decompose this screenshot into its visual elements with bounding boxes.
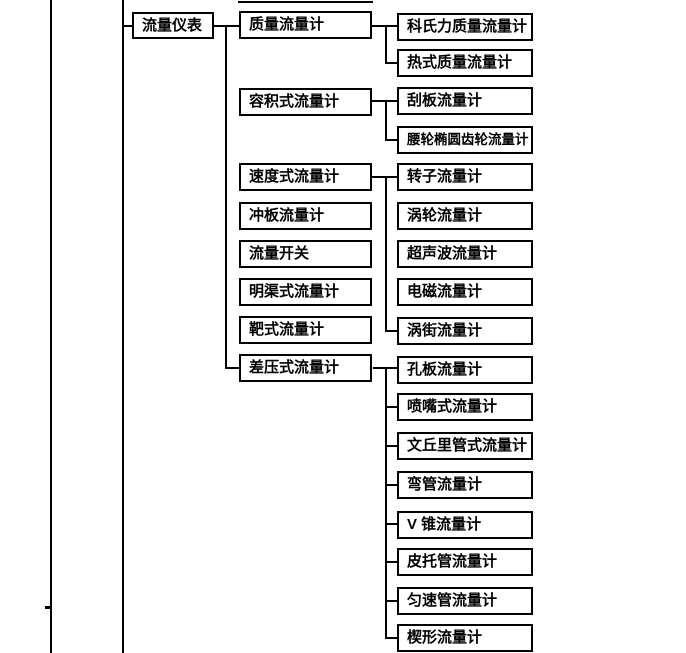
- dp-stub-averaging-pitot: [385, 600, 397, 602]
- dp-group-elbow: [385, 637, 397, 639]
- tree-node-wedge-flowmeter: 楔形流量计: [397, 624, 533, 652]
- tree-node-vortex-flowmeter: 涡街流量计: [397, 317, 533, 345]
- dp-stub-nozzle: [385, 406, 397, 408]
- tree-node-scraper-flowmeter: 刮板流量计: [397, 87, 533, 115]
- dp-stub-elbow-meter: [385, 484, 397, 486]
- velocity-group-vline: [385, 176, 387, 332]
- tree-node-open-channel-flowmeter: 明渠式流量计: [239, 278, 372, 306]
- pd-group-vline: [385, 100, 387, 141]
- tree-node-nozzle-flowmeter: 喷嘴式流量计: [397, 393, 533, 421]
- dp-stub-venturi: [385, 445, 397, 447]
- tree-node-target-flowmeter: 靶式流量计: [239, 316, 372, 344]
- tree-node-mass-flowmeter: 质量流量计: [239, 11, 372, 39]
- tree-node-coriolis-mass-flowmeter: 科氏力质量流量计: [397, 13, 533, 41]
- tree-node-flow-switch: 流量开关: [239, 240, 372, 268]
- tree-node-elbow-flowmeter: 弯管流量计: [397, 471, 533, 499]
- tree-node-ultrasonic-flowmeter: 超声波流量计: [397, 240, 533, 268]
- cropped-connector-stub: [45, 606, 51, 609]
- outer-tree-vline: [50, 0, 52, 653]
- level2-trunk-elbow: [225, 367, 239, 369]
- tree-node-venturi-tube-flowmeter: 文丘里管式流量计: [397, 432, 533, 460]
- tree-node-pitot-tube-flowmeter: 皮托管流量计: [397, 548, 533, 576]
- tree-node-thermal-mass-flowmeter: 热式质量流量计: [397, 49, 533, 77]
- tree-node-differential-pressure-flowmeter: 差压式流量计: [239, 354, 372, 382]
- mass-group-elbow: [385, 62, 397, 64]
- tree-node-orifice-plate-flowmeter: 孔板流量计: [397, 356, 533, 384]
- tree-node-v-cone-flowmeter: V 锥流量计: [397, 511, 533, 539]
- pd-group-hline: [372, 100, 397, 102]
- root-left-stub: [124, 25, 132, 27]
- tree-node-electromagnetic-flowmeter: 电磁流量计: [397, 278, 533, 306]
- tree-node-flow-instruments: 流量仪表: [132, 12, 214, 39]
- level2-trunk-vline: [225, 25, 227, 369]
- tree-node-averaging-pitot-flowmeter: 匀速管流量计: [397, 587, 533, 615]
- mass-group-vline: [385, 25, 387, 64]
- tree-node-turbine-flowmeter: 涡轮流量计: [397, 202, 533, 230]
- tree-node-velocity-flowmeter: 速度式流量计: [239, 163, 372, 191]
- dp-stub-vcone: [385, 523, 397, 525]
- mass-group-hline: [372, 25, 397, 27]
- tree-node-impact-plate-flowmeter: 冲板流量计: [239, 202, 372, 230]
- cropped-node-bottom-edge: [238, 1, 373, 3]
- inner-tree-vline: [122, 0, 124, 653]
- dp-stub-pitot: [385, 561, 397, 563]
- velocity-group-hline: [372, 176, 397, 178]
- dp-group-vline: [385, 367, 387, 639]
- pd-group-elbow: [385, 139, 397, 141]
- tree-node-rotameter: 转子流量计: [397, 163, 533, 191]
- tree-node-positive-displacement-flowmeter: 容积式流量计: [239, 88, 372, 116]
- tree-node-roots-oval-gear-flowmeter: 腰轮椭圆齿轮流量计: [397, 126, 533, 154]
- velocity-group-elbow: [385, 330, 397, 332]
